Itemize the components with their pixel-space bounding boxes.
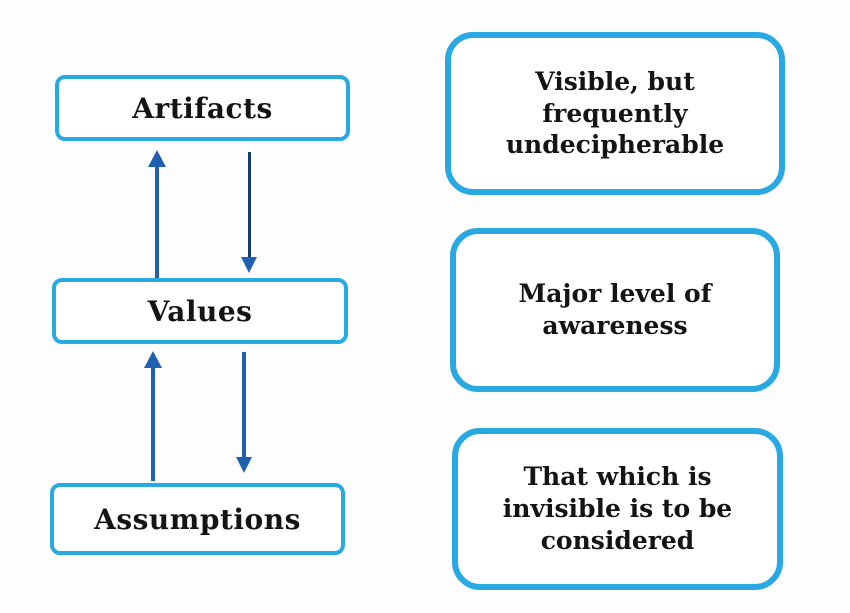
arrow-down-icon xyxy=(235,352,253,473)
description-box-artifacts: Visible, but frequently undecipherable xyxy=(445,32,785,195)
level-box-assumptions: Assumptions xyxy=(50,483,345,555)
description-box-assumptions: That which is invisible is to be conside… xyxy=(452,428,783,590)
arrow-up-head xyxy=(144,351,162,368)
arrow-up-icon xyxy=(144,351,162,481)
arrow-shaft xyxy=(247,152,251,257)
arrow-shaft xyxy=(151,368,155,481)
level-box-values: Values xyxy=(52,278,348,344)
level-box-artifacts: Artifacts xyxy=(55,75,350,141)
arrow-up-icon xyxy=(148,150,166,278)
arrow-shaft xyxy=(242,352,246,457)
arrow-down-head xyxy=(241,257,257,273)
description-box-values: Major level of awareness xyxy=(450,228,780,392)
arrow-up-head xyxy=(148,150,166,167)
arrow-shaft xyxy=(155,167,159,278)
arrow-down-icon xyxy=(240,152,258,273)
arrow-down-head xyxy=(236,457,252,473)
